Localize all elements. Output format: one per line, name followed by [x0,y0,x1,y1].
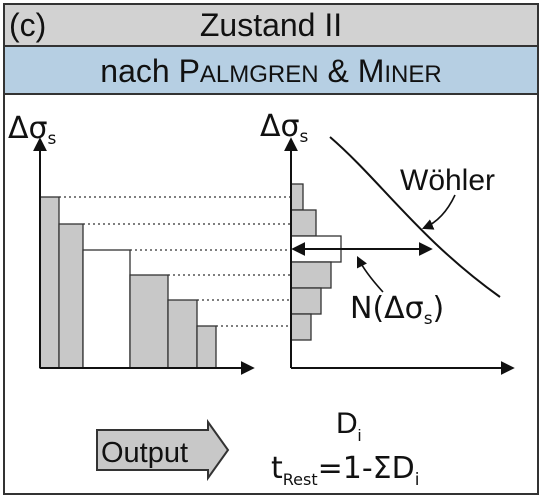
method-bar: nach PALMGREN & MINER [5,47,537,95]
panel-label: (c) [9,7,47,43]
woehler-pointer-arrow [421,194,456,230]
hist-bar-1 [290,183,304,211]
hist-bar-6 [290,313,312,341]
stair-bar-3 [82,249,131,369]
cycle-histogram [290,183,342,341]
hist-bar-4 [290,261,332,289]
woehler-label: Wöhler [400,164,495,197]
n-pointer-arrow [356,255,384,293]
right-axis-label: Δσs [260,109,309,147]
stress-staircase [39,196,217,369]
left-axes [33,137,255,375]
stair-bar-2 [58,223,84,369]
title-bar: (c) Zustand II [5,5,537,47]
n-label: N(Δσs) [350,291,444,329]
output-label[interactable]: Output [101,437,188,469]
hist-bar-2 [290,209,317,237]
stair-bar-4 [129,274,169,369]
stair-bar-6 [196,325,217,369]
rest-life-formula: tRest=1-ΣDi [271,451,419,490]
woehler-curve [329,136,501,298]
figure-frame: (c) Zustand II nach PALMGREN & MINER [3,3,539,495]
page-title: Zustand II [199,7,343,43]
stair-bar-5 [167,299,198,369]
output-button[interactable]: Output [96,418,230,482]
output-arrow-shape[interactable] [96,418,230,482]
right-axes [284,137,515,375]
stair-bar-1 [39,196,60,369]
damage-sum-text: Di [336,407,361,445]
hist-bar-5 [290,287,322,315]
level-link-lines [59,196,291,327]
method-title: nach PALMGREN & MINER [100,53,442,89]
left-axis-label: Δσs [8,111,57,149]
